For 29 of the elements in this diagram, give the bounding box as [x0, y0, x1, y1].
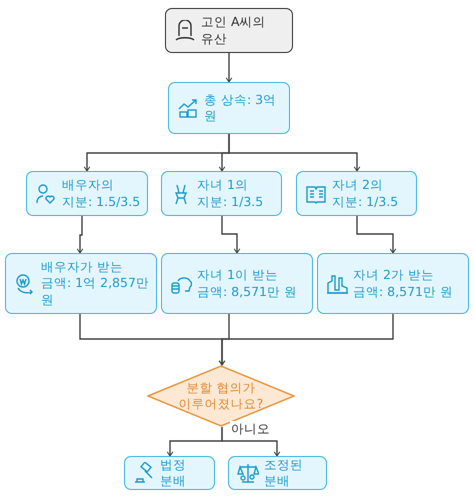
- node-text: 자녀 2가 받는 금액: 8,571만 원: [353, 267, 454, 300]
- arrow: [226, 53, 232, 82]
- node-text: 고인 A씨의 유산: [201, 14, 267, 47]
- node-text: 자녀 1의 지분: 1/3.5: [197, 177, 264, 210]
- node-text: 자녀 2의 지분: 1/3.5: [332, 177, 400, 210]
- node-text: 배우자가 받는 금액: 1억 2,857만 원: [41, 259, 150, 308]
- arrow: [221, 427, 280, 456]
- node-text: 자녀 1이 받는 금액: 8,571만 원: [197, 267, 298, 300]
- process-box: [317, 253, 469, 314]
- arrow: [228, 134, 360, 172]
- process-box: [165, 8, 293, 53]
- process-box: [26, 171, 148, 216]
- process-box: [161, 171, 282, 216]
- node-text: 총 상속: 3억 원: [204, 92, 278, 124]
- process-box: [296, 171, 417, 216]
- arrow: [356, 216, 396, 254]
- process-box: [124, 456, 215, 490]
- node-text: 조정된 분배: [264, 456, 304, 490]
- edge-label: 아니오: [230, 421, 271, 438]
- process-box: [5, 253, 157, 314]
- node-text: 분할 협의가 이루어졌나요?: [178, 380, 264, 412]
- node-text: 배우자의 지분: 1.5/3.5: [62, 177, 141, 210]
- process-box: [228, 456, 327, 490]
- arrow: [76, 216, 84, 254]
- node-text: 법정 분배: [160, 456, 187, 490]
- process-box: [161, 253, 313, 314]
- arrow: [221, 216, 240, 254]
- arrow: [218, 314, 394, 366]
- process-box: [168, 82, 290, 134]
